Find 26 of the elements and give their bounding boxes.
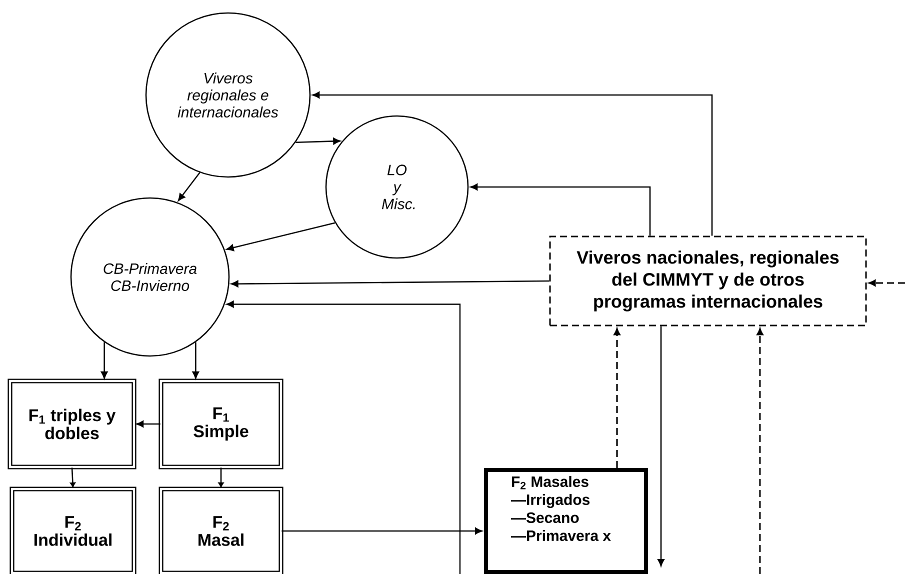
arrow [282, 528, 482, 534]
arrow [756, 328, 764, 574]
process-box: F$_{2}$ Individual [10, 486, 136, 574]
process-box: F$_{1}$ Simple [158, 378, 284, 470]
arrow [312, 92, 713, 236]
arrow [230, 280, 550, 288]
arrow [226, 300, 461, 574]
dashed-box: Viveros nacionales, regionales del CIMMYT y de otros programas internacionales [549, 236, 867, 326]
circle-node: LO y Misc. [325, 115, 469, 259]
process-box: F$_{2}$ Masal [158, 486, 284, 574]
arrow [136, 420, 160, 428]
process-box: F$_{1}$ triples y dobles [8, 378, 136, 470]
circle-node: Viveros regionales e internacionales [145, 12, 311, 178]
arrow [658, 326, 664, 566]
arrow [868, 280, 905, 286]
process-box: F$_{2}$ Masales —Irrigados —Secano —Primavera x [484, 468, 648, 574]
arrow [614, 328, 620, 468]
arrow [100, 342, 108, 379]
arrow [192, 342, 200, 379]
arrow [178, 172, 200, 201]
arrow [218, 468, 224, 488]
arrow [296, 138, 340, 145]
arrow [226, 222, 336, 252]
arrow [70, 468, 76, 488]
arrow [470, 184, 651, 236]
circle-node: CB-Primavera CB-Invierno [70, 197, 230, 357]
